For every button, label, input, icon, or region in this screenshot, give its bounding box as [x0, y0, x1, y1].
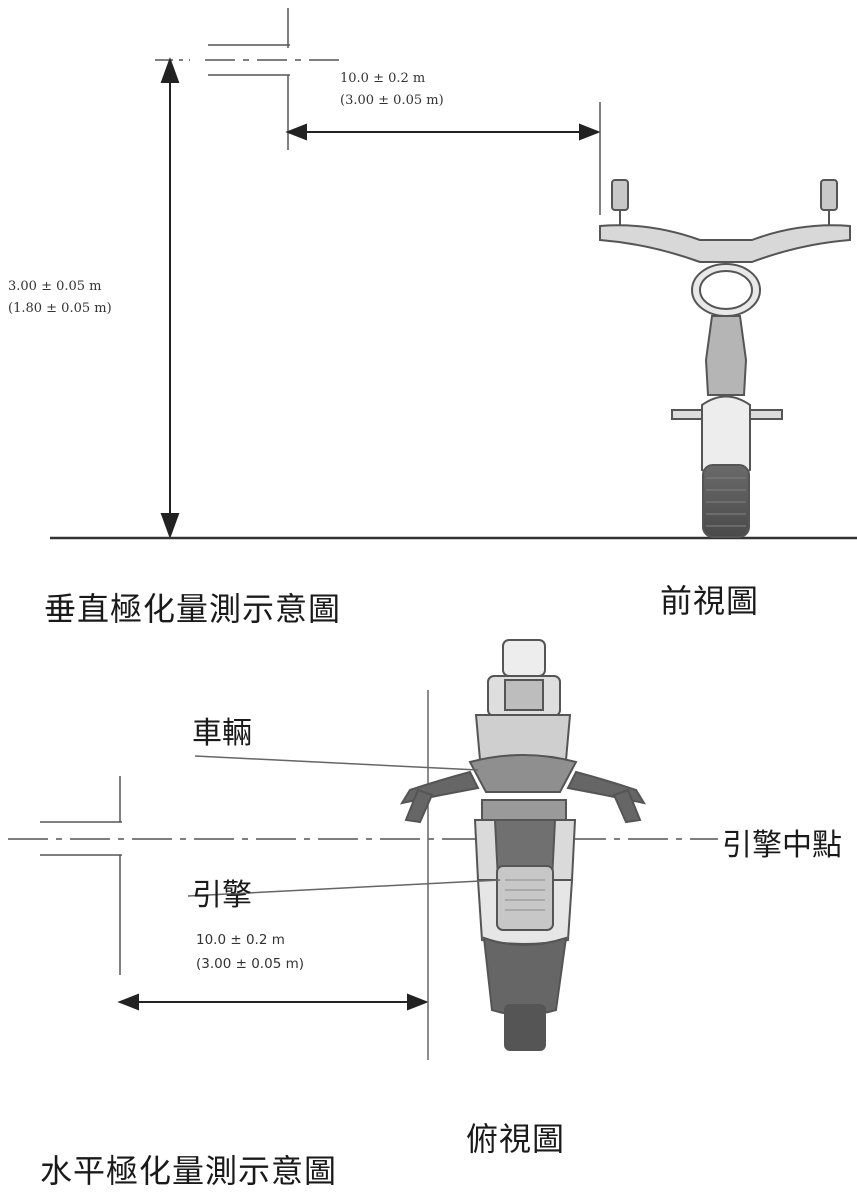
engine-leader-line	[187, 879, 501, 897]
engine-center-label: 引擎中點	[722, 828, 842, 863]
vertical-polarization-caption: 垂直極化量測示意圖	[44, 590, 342, 628]
vehicle-label: 車輛	[192, 716, 252, 751]
top-horizontal-dimension-secondary: (3.00 ± 0.05 m)	[196, 956, 304, 972]
top-horizontal-dimension-primary: 10.0 ± 0.2 m	[196, 932, 285, 948]
front-view-caption: 前視圖	[660, 582, 760, 620]
front-horizontal-dimension-secondary: (3.00 ± 0.05 m)	[340, 93, 444, 108]
front-vertical-dimension-primary: 3.00 ± 0.05 m	[8, 279, 102, 294]
horizontal-polarization-caption: 水平極化量測示意圖	[40, 1152, 338, 1190]
front-horizontal-dimension-primary: 10.0 ± 0.2 m	[340, 71, 426, 86]
front-vertical-dimension: 3.00 ± 0.05 m (1.80 ± 0.05 m)	[8, 276, 112, 320]
front-distance-arrow	[285, 102, 601, 215]
top-distance-arrow	[117, 860, 429, 1060]
vehicle-leader-line	[194, 755, 479, 771]
top-view-caption: 俯視圖	[466, 1120, 566, 1158]
vertical-height-arrow	[160, 57, 180, 539]
motorcycle-front-view	[599, 179, 851, 538]
antenna-symbol-front	[155, 8, 345, 150]
front-horizontal-dimension: 10.0 ± 0.2 m (3.00 ± 0.05 m)	[340, 68, 444, 112]
motorcycle-top-view	[399, 639, 647, 1051]
front-vertical-dimension-secondary: (1.80 ± 0.05 m)	[8, 301, 112, 316]
top-horizontal-dimension: 10.0 ± 0.2 m (3.00 ± 0.05 m)	[196, 928, 304, 976]
engine-label: 引擎	[192, 878, 252, 913]
antenna-symbol-top	[40, 776, 122, 975]
